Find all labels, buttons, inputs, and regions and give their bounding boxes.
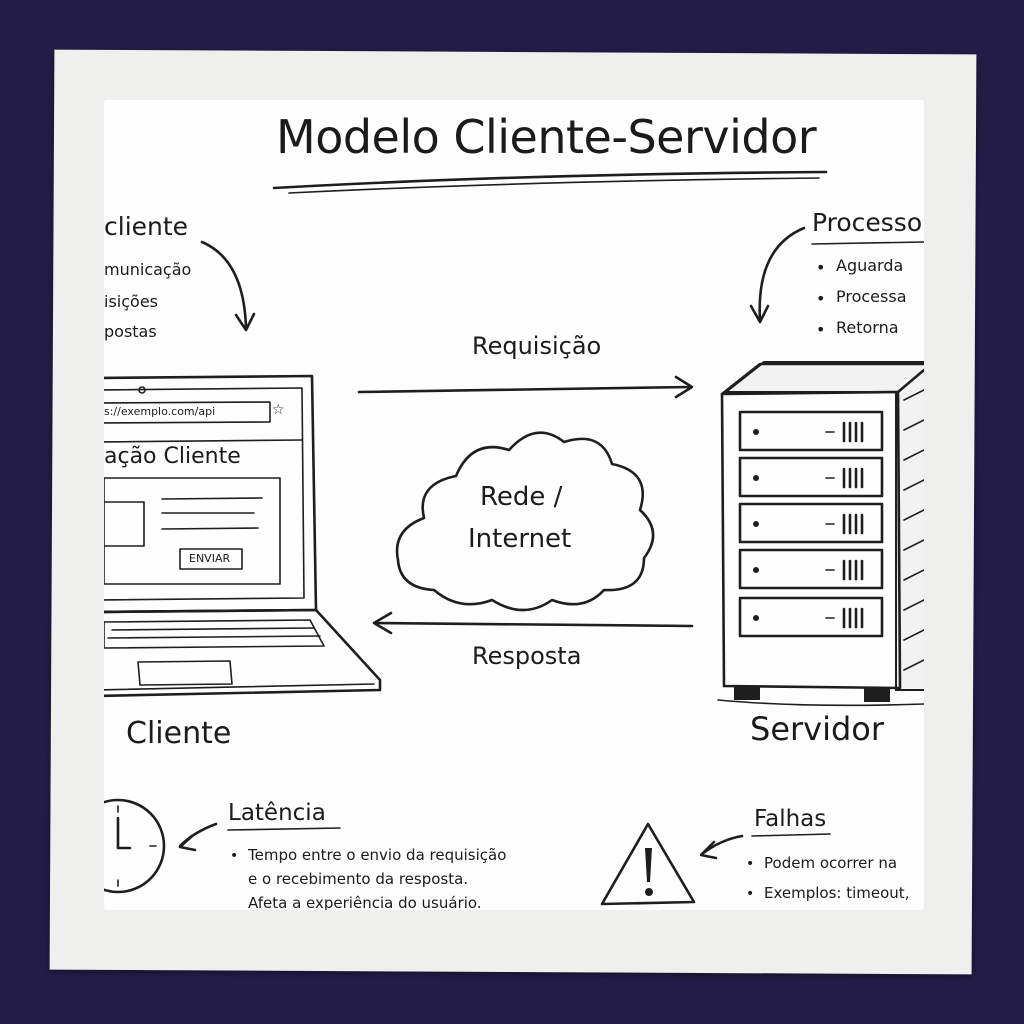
- client-caption: Cliente: [126, 716, 232, 751]
- latency-item: e o recebimento da resposta.: [248, 870, 469, 888]
- request-arrow: [357, 375, 694, 399]
- failures-bullet: •: [746, 856, 755, 872]
- diagram-sheet: Modelo Cliente-Servidor cliente municaçã…: [104, 100, 924, 910]
- cloud-icon: [395, 431, 655, 612]
- failures-bullet: •: [746, 886, 755, 902]
- server-notes-item: Processa: [836, 287, 907, 306]
- server-notes-heading: Processo: [812, 208, 923, 237]
- clock-icon: [104, 798, 218, 894]
- response-arrow: [372, 611, 694, 635]
- server-caption: Servidor: [750, 710, 885, 748]
- server-notes-arrow: [749, 226, 806, 324]
- cloud-label-line1: Rede /: [480, 482, 563, 512]
- diagram-drawing: [104, 170, 924, 906]
- cloud-label-line2: Internet: [468, 524, 572, 554]
- failures-item: Podem ocorrer na: [764, 854, 898, 872]
- client-notes-heading: cliente: [104, 212, 189, 241]
- server-notes-item: Retorna: [836, 318, 899, 337]
- diagram-title: Modelo Cliente-Servidor: [276, 110, 817, 164]
- address-bar-url[interactable]: s://exemplo.com/api: [104, 405, 216, 418]
- app-window-title: ação Cliente: [104, 444, 241, 469]
- client-notes-item: municação: [104, 260, 192, 279]
- server-rack-icon: [717, 361, 924, 707]
- title-underline: [272, 170, 828, 190]
- latency-heading: Latência: [228, 800, 326, 826]
- response-label: Resposta: [472, 642, 582, 670]
- server-notes-bullet: •: [816, 320, 826, 339]
- server-notes-item: Aguarda: [836, 256, 904, 275]
- failures-item: Exemplos: timeout,: [764, 884, 910, 902]
- client-notes-item: isições: [104, 292, 158, 311]
- laptop-icon: [104, 374, 382, 698]
- client-notes-arrow: [200, 240, 256, 332]
- failures-heading: Falhas: [754, 806, 827, 832]
- send-button[interactable]: ENVIAR: [189, 552, 231, 565]
- server-notes-bullet: •: [816, 289, 826, 308]
- client-notes-item: postas: [104, 322, 157, 341]
- latency-item: Afeta a experiência do usuário.: [248, 894, 482, 910]
- latency-bullet: •: [230, 848, 239, 864]
- request-label: Requisição: [472, 332, 602, 360]
- star-icon[interactable]: ☆: [272, 402, 285, 418]
- warning-icon: [600, 822, 744, 906]
- server-notes-bullet: •: [816, 258, 826, 277]
- latency-item: Tempo entre o envio da requisição: [248, 846, 507, 864]
